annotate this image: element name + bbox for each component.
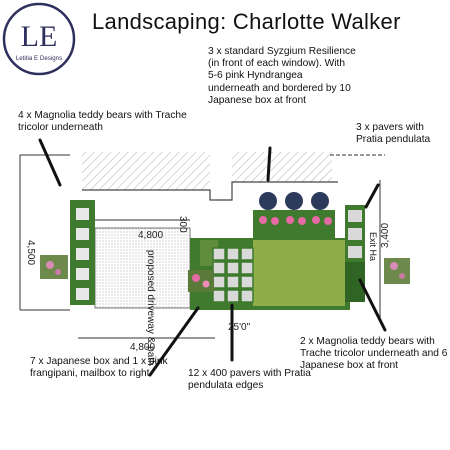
- left-garden-bed: [70, 200, 95, 305]
- magnolia-photo-right: [384, 258, 410, 284]
- note-pavers-right: 3 x pavers with Pratia pendulata: [356, 122, 431, 146]
- driveway-label: proposed driveway & path: [145, 250, 156, 366]
- paver-grid: [212, 247, 254, 303]
- blossom: [390, 262, 398, 270]
- blossom: [46, 261, 54, 269]
- note-pavers-center: 12 x 400 pavers with Pratia pendulata ed…: [188, 368, 311, 392]
- note-japanese-box: 7 x Japanese box and 1 x pink frangipani…: [30, 356, 168, 380]
- note-magnolia-left: 4 x Magnolia teddy bears with Trache tri…: [18, 110, 187, 134]
- dim-3400: 3,400: [380, 223, 391, 248]
- syzygium-bed: [253, 192, 335, 240]
- note-syzygium: 3 x standard Syzgium Resilience (in fron…: [208, 46, 356, 106]
- blossom: [202, 280, 210, 288]
- right-pavers: [345, 205, 365, 302]
- dim-4800-bottom: 4,800: [130, 342, 155, 353]
- dim-300: 300: [177, 216, 188, 233]
- blossom: [192, 274, 200, 282]
- driveway: proposed driveway & path: [94, 227, 191, 366]
- magnolia-photo-left: [40, 255, 68, 279]
- logo-brand: Letitia E Designs: [16, 55, 62, 62]
- dim-4800-top: 4,800: [138, 230, 163, 241]
- side-label: Exit Ha: [368, 232, 378, 261]
- house-hatch: [82, 152, 338, 201]
- note-magnolia-right: 2 x Magnolia teddy bears with Trache tri…: [300, 336, 448, 372]
- dim-4500: 4,500: [25, 240, 36, 265]
- page-title: Landscaping: Charlotte Walker: [92, 9, 401, 34]
- blossom: [399, 273, 405, 279]
- dim-250: 25'0": [228, 322, 251, 333]
- blossom: [55, 269, 61, 275]
- brand-logo: LE Letitia E Designs: [2, 2, 76, 76]
- property-boundaries: [19, 154, 385, 339]
- leader-lines: [38, 138, 387, 377]
- logo-monogram: LE: [21, 20, 58, 53]
- frangipani-photo: [188, 270, 214, 292]
